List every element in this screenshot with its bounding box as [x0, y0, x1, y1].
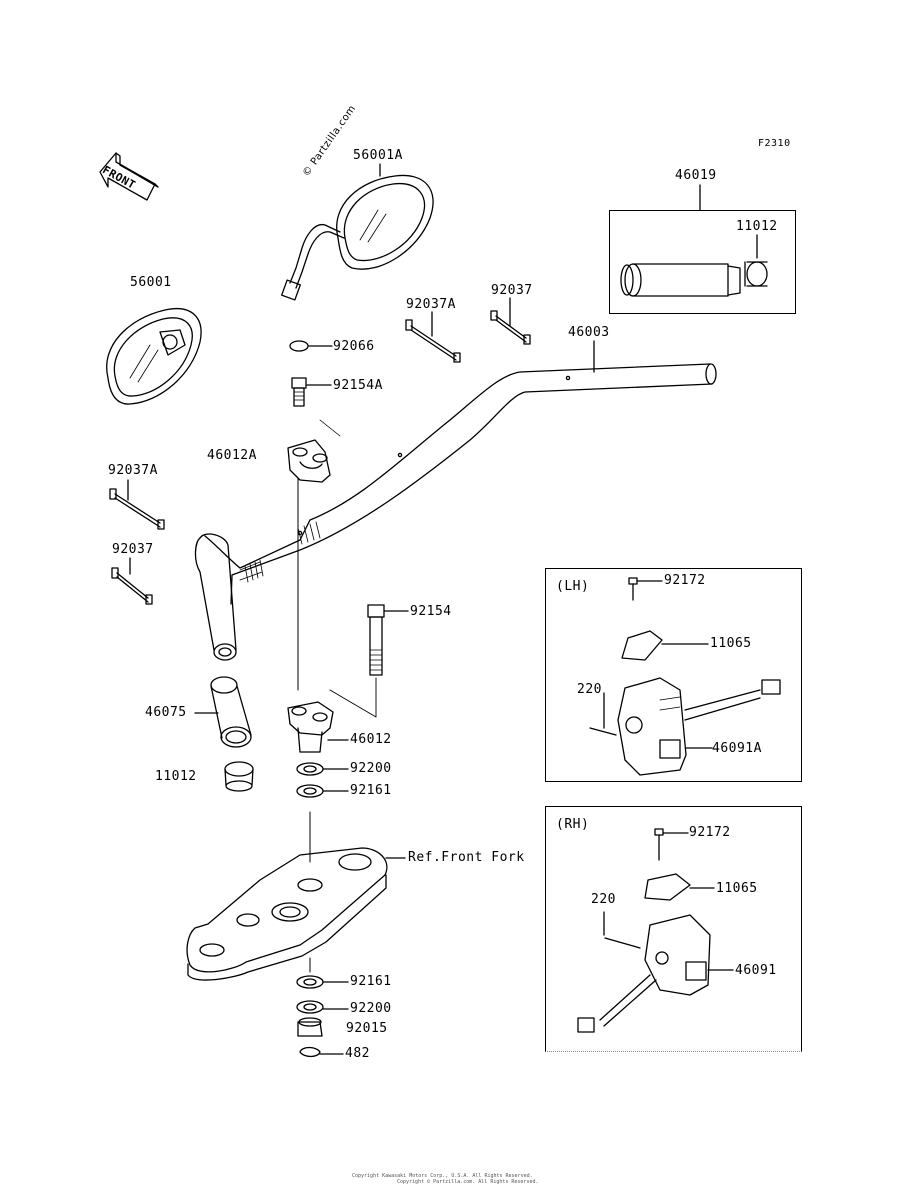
part-label-56001a: 56001A [353, 148, 403, 163]
washer-92200-bottom-icon [296, 1000, 324, 1014]
part-label-92161-top: 92161 [350, 783, 392, 798]
rh-switch-46091-icon [577, 828, 734, 1033]
lh-switch-46091a-icon [589, 577, 781, 776]
holder-46012-icon [287, 701, 334, 753]
holder-46012a-icon [287, 439, 331, 483]
part-label-lh-220: 220 [577, 682, 602, 697]
ref-front-fork-label: Ref.Front Fork [408, 850, 525, 865]
grip-end-11012-icon [224, 761, 254, 792]
mirror-56001a-icon [281, 174, 434, 301]
washer-92200-top-icon [296, 762, 324, 776]
washer-92161-top-icon [296, 784, 324, 798]
clip-482-icon [299, 1046, 321, 1058]
part-label-92154: 92154 [410, 604, 452, 619]
grip-46019-icon [620, 261, 768, 297]
part-label-482: 482 [345, 1046, 370, 1061]
part-label-46003: 46003 [568, 325, 610, 340]
part-label-rh-92172: 92172 [689, 825, 731, 840]
handlebar-46003-icon [194, 363, 717, 661]
part-label-92037a-top: 92037A [406, 297, 456, 312]
part-label-rh-46091: 46091 [735, 963, 777, 978]
part-label-lh-46091a: 46091A [712, 741, 762, 756]
part-label-56001: 56001 [130, 275, 172, 290]
part-label-92154a: 92154A [333, 378, 383, 393]
part-label-92015: 92015 [346, 1021, 388, 1036]
part-label-46019: 46019 [675, 168, 717, 183]
nut-92015-icon [297, 1017, 323, 1037]
front-arrow-icon [99, 152, 159, 201]
part-label-92200-top: 92200 [350, 761, 392, 776]
pin-92037a-top-icon [405, 319, 461, 363]
part-label-46075: 46075 [145, 705, 187, 720]
part-label-rh-220: 220 [591, 892, 616, 907]
part-label-46012: 46012 [350, 732, 392, 747]
rh-switch-box [545, 806, 802, 1052]
rh-section-label: (RH) [556, 817, 590, 832]
washer-92066-icon [289, 340, 309, 352]
part-label-11012-left: 11012 [155, 769, 197, 784]
footer-copyright-2: Copyright © Partzilla.com. All Rights Re… [397, 1179, 539, 1185]
part-label-92037-left: 92037 [112, 542, 154, 557]
part-label-lh-11065: 11065 [710, 636, 752, 651]
mirror-56001-icon [106, 308, 202, 405]
lh-section-label: (LH) [556, 579, 590, 594]
part-label-92037-top: 92037 [491, 283, 533, 298]
part-label-92200-bottom: 92200 [350, 1001, 392, 1016]
bolt-92154-icon [367, 604, 385, 676]
part-label-92037a-left: 92037A [108, 463, 158, 478]
part-label-11012-top: 11012 [736, 219, 778, 234]
part-label-lh-92172: 92172 [664, 573, 706, 588]
part-label-92066: 92066 [333, 339, 375, 354]
pin-92037-left-icon [111, 567, 153, 605]
part-label-rh-11065: 11065 [716, 881, 758, 896]
washer-92161-bottom-icon [296, 975, 324, 989]
pin-92037-top-icon [490, 310, 531, 345]
grip-46075-icon [210, 676, 252, 748]
part-label-46012a: 46012A [207, 448, 257, 463]
lh-switch-box [545, 568, 802, 782]
footer-copyright-1: Copyright Kawasaki Motors Corp., U.S.A. … [352, 1173, 533, 1179]
pin-92037a-left-icon [109, 488, 165, 530]
part-label-92161-bottom: 92161 [350, 974, 392, 989]
grip-kit-box [609, 210, 796, 314]
figure-code: F2310 [758, 138, 791, 149]
upper-bracket-icon [186, 847, 388, 981]
bolt-92154a-icon [291, 377, 307, 407]
